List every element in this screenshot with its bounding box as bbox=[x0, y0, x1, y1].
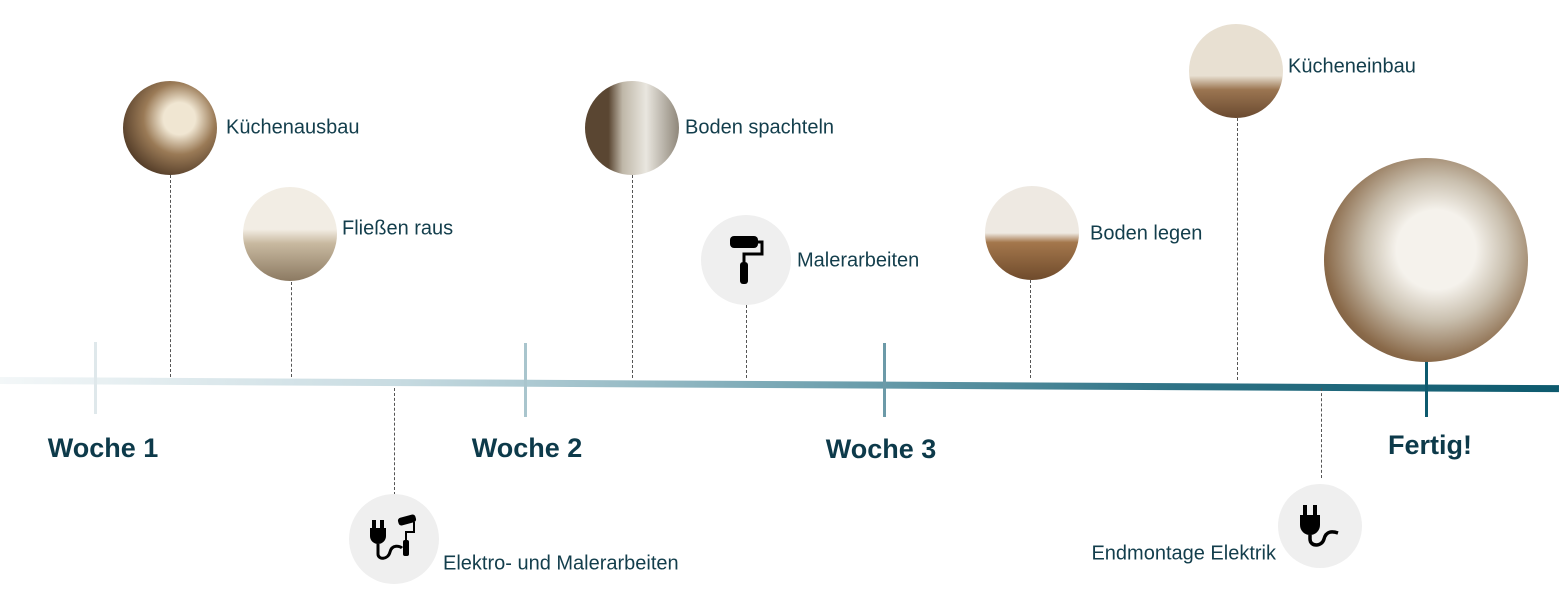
week-2-label: Woche 2 bbox=[471, 433, 583, 463]
week-1-tick bbox=[94, 342, 97, 414]
floor-leveling-photo bbox=[585, 81, 679, 175]
milestone-label: Boden spachteln bbox=[685, 116, 835, 139]
kitchen-install-photo bbox=[1189, 24, 1283, 118]
milestone-label: Elektro- und Malerarbeiten bbox=[443, 552, 679, 575]
milestone-label: Fließen raus bbox=[342, 217, 454, 240]
finished-kitchen-photo bbox=[1324, 158, 1528, 362]
floor-laying-photo bbox=[985, 186, 1079, 280]
milestone-label: Boden legen bbox=[1090, 222, 1203, 245]
connector bbox=[291, 282, 292, 377]
connector bbox=[394, 388, 395, 495]
kitchen-photo bbox=[123, 81, 217, 175]
connector bbox=[1237, 118, 1238, 380]
week-3-tick bbox=[883, 343, 886, 417]
connector bbox=[746, 305, 747, 378]
connector bbox=[1030, 280, 1031, 378]
week-3-label: Woche 3 bbox=[825, 434, 937, 464]
milestone-label: Endmontage Elektrik bbox=[1091, 542, 1276, 565]
connector bbox=[632, 175, 633, 378]
week-2-tick bbox=[524, 343, 527, 417]
plug-and-roller-icon bbox=[349, 494, 439, 584]
timeline-axis bbox=[0, 377, 1559, 393]
milestone-label: Kücheneinbau bbox=[1288, 55, 1416, 78]
milestone-label: Malerarbeiten bbox=[797, 249, 920, 272]
paint-roller-icon bbox=[701, 215, 791, 305]
connector bbox=[170, 175, 171, 377]
tiles-removed-photo bbox=[243, 187, 337, 281]
plug-icon bbox=[1278, 484, 1362, 568]
finish-tick bbox=[1425, 340, 1428, 417]
connector bbox=[1321, 388, 1322, 478]
week-1-label: Woche 1 bbox=[47, 433, 159, 463]
finish-label: Fertig! bbox=[1388, 430, 1472, 460]
milestone-label: Küchenausbau bbox=[226, 116, 360, 139]
